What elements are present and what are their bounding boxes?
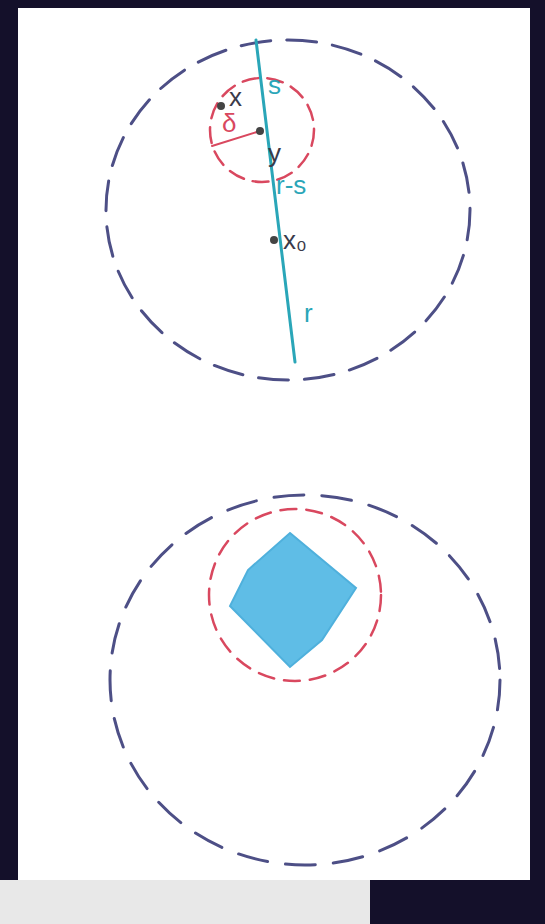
inner-ball [209, 509, 381, 681]
radius-line [256, 40, 295, 362]
length-label: r [304, 300, 313, 326]
radius-label: δ [222, 110, 236, 136]
outer-ball [106, 40, 470, 380]
grey-bar [0, 880, 370, 924]
point-label: x [229, 84, 242, 110]
point-label: x₀ [283, 227, 307, 253]
point [270, 236, 278, 244]
point-label: y [268, 140, 281, 166]
length-label: s [268, 72, 281, 98]
length-label: r-s [276, 172, 306, 198]
compact-set [230, 533, 356, 667]
point [217, 102, 225, 110]
point [256, 127, 264, 135]
outer-ball [110, 495, 500, 865]
